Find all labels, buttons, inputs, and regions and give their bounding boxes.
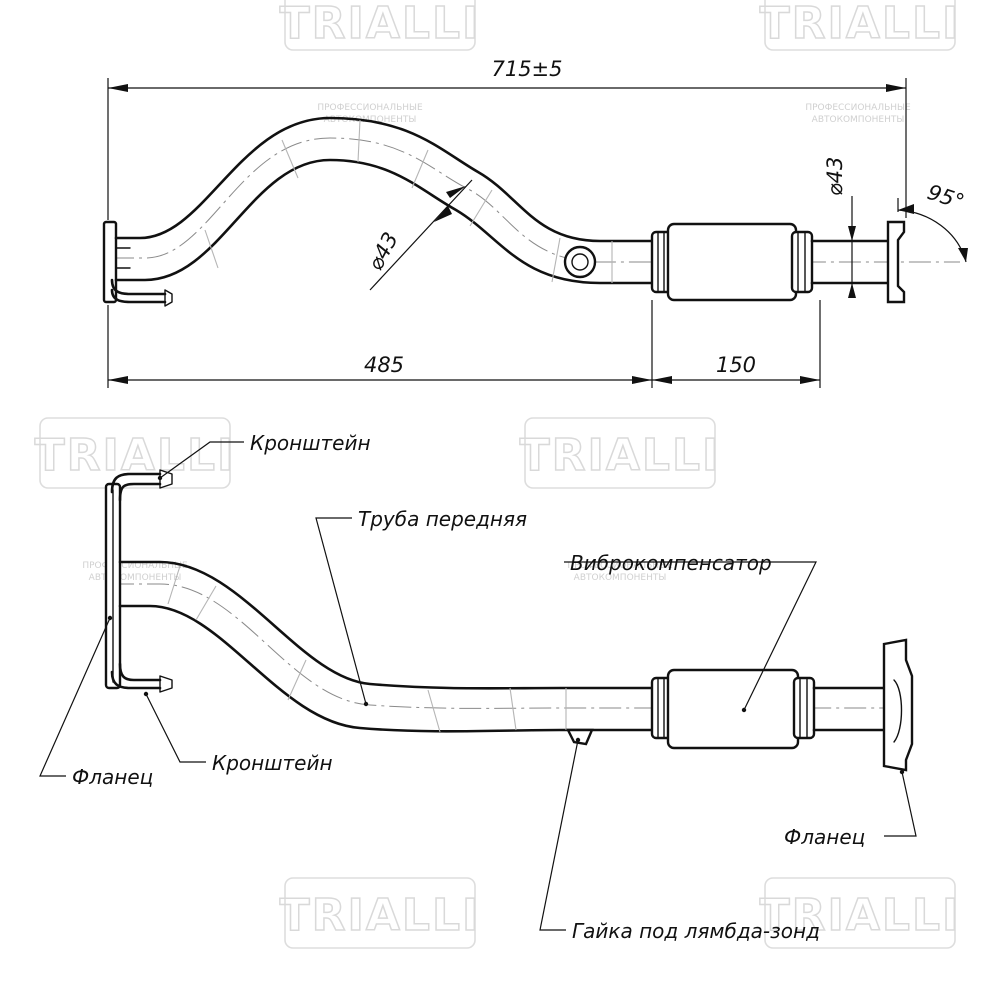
dimension-segments: 485 150 <box>107 300 821 388</box>
side-pipe-lower-wall <box>118 604 654 733</box>
label-front-pipe: Труба передняя <box>358 507 527 531</box>
dimension-diameter-rear: ⌀43 <box>823 157 856 298</box>
vibration-compensator-side <box>650 668 816 750</box>
dimension-diameter-front: ⌀43 <box>363 179 473 291</box>
svg-text:TRIALLI: TRIALLI <box>280 890 481 941</box>
side-pipe-upper-wall <box>118 560 654 690</box>
watermark-logo-middle-left: TRIALLI <box>34 417 234 489</box>
svg-text:АВТОКОМПОНЕНТЫ: АВТОКОМПОНЕНТЫ <box>89 573 182 583</box>
front-pipe-lower-wall <box>114 158 654 285</box>
leader-lambda-nut: Гайка под лямбда-зонд <box>539 737 820 943</box>
side-pipe-centerline <box>112 583 905 709</box>
side-rear-pipe-walls <box>812 686 892 732</box>
dimension-segment-rear-text: 150 <box>716 353 756 377</box>
right-flange-side <box>882 638 914 772</box>
watermark-layer: TRIALLI TRIALLI ПРОФЕССИОНАЛЬНЫЕ АВТОКОМ… <box>34 0 961 949</box>
bend-section-lines <box>204 119 613 283</box>
label-flange-right: Фланец <box>784 825 865 849</box>
svg-text:TRIALLI: TRIALLI <box>520 430 721 481</box>
svg-text:TRIALLI: TRIALLI <box>760 0 961 49</box>
bracket-lower-side <box>110 662 173 693</box>
leader-bracket-bottom: Кронштейн <box>143 691 333 775</box>
dimension-segment-front-text: 485 <box>364 353 404 377</box>
leader-front-pipe: Труба передняя <box>315 507 527 707</box>
dimension-overall-length-text: 715±5 <box>491 57 562 81</box>
vibration-compensator-top <box>650 222 814 302</box>
label-vibration-compensator: Виброкомпенсатор <box>570 551 772 575</box>
left-flange-side <box>104 482 122 690</box>
watermark-tagline-top: ПРОФЕССИОНАЛЬНЫЕ АВТОКОМПОНЕНТЫ ПРОФЕССИ… <box>317 103 911 125</box>
pipe-centerline <box>112 137 960 263</box>
leader-bracket-top: Кронштейн <box>157 431 371 481</box>
dimension-angle-text: 95° <box>924 180 967 214</box>
label-lambda-nut: Гайка под лямбда-зонд <box>572 919 820 943</box>
top-view: 715±5 ⌀43 ⌀43 95° <box>102 57 968 388</box>
svg-text:ПРОФЕССИОНАЛЬНЫЕ: ПРОФЕССИОНАЛЬНЫЕ <box>805 103 911 113</box>
watermark-logo-top-right: TRIALLI <box>759 0 961 51</box>
side-section-lines <box>167 565 567 733</box>
watermark-logo-top-left: TRIALLI <box>279 0 481 51</box>
watermark-tagline-middle: ПРОФЕССИОНАЛЬНЫЕ АВТОКОМПОНЕНТЫ ПРОФЕССИ… <box>82 561 673 583</box>
svg-text:ПРОФЕССИОНАЛЬНЫЕ: ПРОФЕССИОНАЛЬНЫЕ <box>317 103 423 113</box>
svg-text:АВТОКОМПОНЕНТЫ: АВТОКОМПОНЕНТЫ <box>812 115 905 125</box>
label-bracket-bottom: Кронштейн <box>212 751 333 775</box>
dimension-overall-length: 715±5 <box>107 57 907 220</box>
watermark-logo-bottom-right: TRIALLI <box>759 877 961 949</box>
bracket-top-view <box>110 278 173 307</box>
dimension-angle: 95° <box>897 180 968 263</box>
label-bracket-top: Кронштейн <box>250 431 371 455</box>
leader-flange-right: Фланец <box>784 769 917 849</box>
front-pipe-upper-wall <box>114 116 654 243</box>
right-flange-top <box>886 220 906 304</box>
svg-text:АВТОКОМПОНЕНТЫ: АВТОКОМПОНЕНТЫ <box>574 573 667 583</box>
svg-text:ПРОФЕССИОНАЛЬНЫЕ: ПРОФЕССИОНАЛЬНЫЕ <box>567 561 673 571</box>
watermark-logo-middle-right: TRIALLI <box>519 417 721 489</box>
leader-flange-left: Фланец <box>39 615 153 789</box>
svg-text:TRIALLI: TRIALLI <box>280 0 481 49</box>
svg-text:ПРОФЕССИОНАЛЬНЫЕ: ПРОФЕССИОНАЛЬНЫЕ <box>82 561 188 571</box>
leader-vibration-compensator: Виброкомпенсатор <box>564 551 817 713</box>
side-view: Кронштейн Труба передняя Виброкомпенсато… <box>39 431 917 943</box>
dimension-diameter-front-text: ⌀43 <box>363 228 403 274</box>
lambda-nut-top <box>563 245 597 279</box>
watermark-logo-bottom-left: TRIALLI <box>279 877 481 949</box>
svg-text:TRIALLI: TRIALLI <box>760 890 961 941</box>
dimension-diameter-rear-text: ⌀43 <box>823 157 847 196</box>
label-flange-left: Фланец <box>72 765 153 789</box>
lambda-nut-side <box>566 728 594 746</box>
